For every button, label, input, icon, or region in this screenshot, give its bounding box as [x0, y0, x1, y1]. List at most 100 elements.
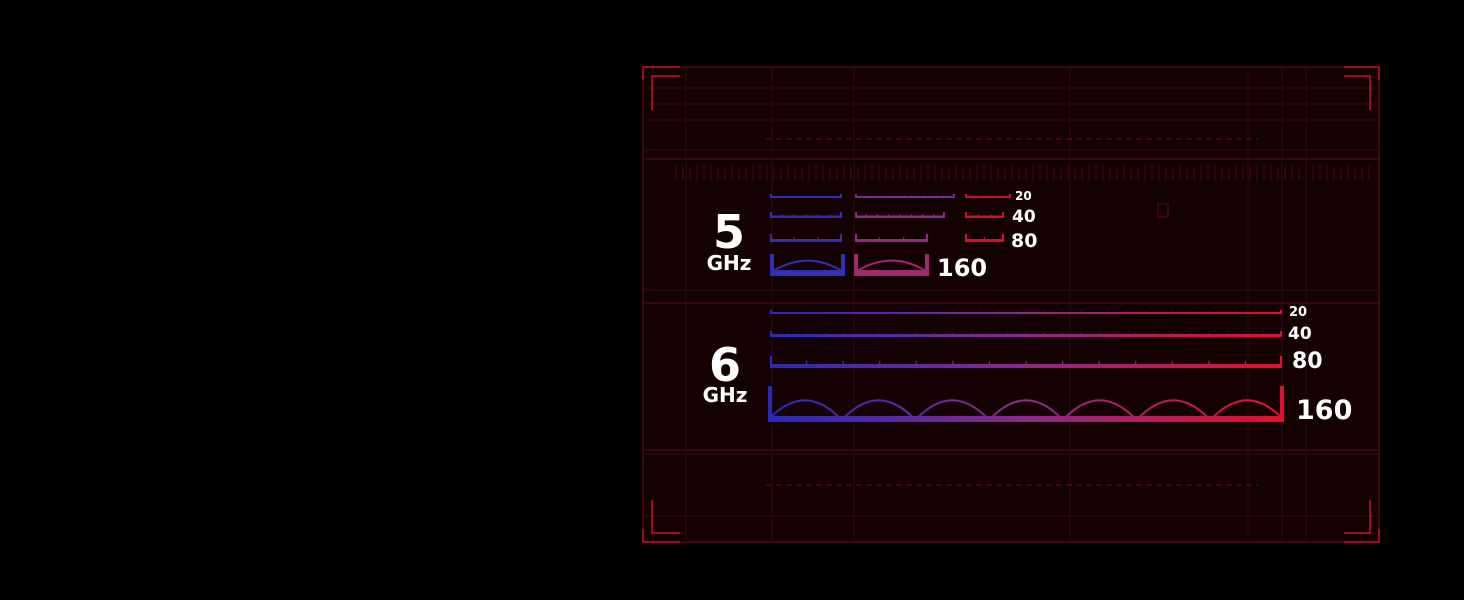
channel-tick — [787, 311, 789, 314]
channel-tick — [906, 311, 908, 314]
channel-cap — [1280, 331, 1282, 337]
channel-tick — [1263, 333, 1265, 337]
channel-tick — [916, 195, 919, 198]
channel-5ghz-80 — [965, 234, 1004, 242]
channel-tick — [1098, 311, 1100, 314]
channel-cap — [1280, 310, 1282, 314]
channel-tick — [988, 360, 991, 368]
band-5ghz-width-80-label: 80 — [1011, 230, 1037, 252]
channel-tick — [1208, 311, 1210, 314]
channel-arc — [1065, 399, 1135, 418]
channel-tick — [835, 195, 837, 198]
channel-tick — [829, 195, 831, 198]
frame-corners — [642, 66, 1380, 543]
channel-tick — [842, 333, 844, 337]
channel-tick — [988, 333, 991, 337]
channel-tick — [888, 311, 890, 314]
channel-tick — [888, 214, 890, 218]
channel-tick — [1043, 333, 1045, 337]
channel-tick — [1080, 311, 1082, 314]
channel-tick — [970, 333, 972, 337]
channel-tick — [993, 195, 995, 198]
channel-tick — [1061, 311, 1064, 314]
channel-tick — [787, 195, 789, 198]
channel-tick — [1162, 311, 1164, 314]
channel-tick — [1153, 311, 1155, 314]
channel-cap — [1002, 234, 1004, 242]
channel-cap — [1280, 356, 1282, 368]
channel-5ghz-40 — [965, 212, 1004, 218]
channel-6ghz-40 — [770, 331, 1282, 337]
channel-tick — [924, 311, 927, 314]
channel-5ghz-80 — [855, 234, 928, 242]
channel-6ghz-160 — [768, 386, 1284, 422]
channel-tick — [824, 311, 826, 314]
channel-tick — [1171, 333, 1173, 337]
channel-arc — [770, 399, 840, 418]
channel-tick — [805, 311, 808, 314]
channel-tick — [1125, 311, 1128, 314]
channel-tick — [915, 311, 917, 314]
channel-tick — [990, 214, 992, 218]
channel-5ghz-80 — [770, 234, 842, 242]
channel-tick — [1226, 333, 1228, 337]
channel-tick — [1052, 311, 1055, 314]
channel-tick — [952, 360, 954, 368]
channel-tick — [1171, 360, 1173, 368]
channel-tick — [879, 311, 881, 314]
channel-cap — [965, 194, 967, 198]
channel-tick — [1235, 311, 1237, 314]
channel-bar — [770, 270, 845, 276]
channel-arc — [772, 259, 843, 272]
channel-cap — [855, 212, 857, 218]
channel-tick — [1226, 311, 1228, 314]
channel-tick — [851, 311, 853, 314]
channel-cap — [1002, 212, 1004, 218]
channel-6ghz-80 — [770, 356, 1282, 368]
channel-tick — [897, 333, 899, 337]
channel-cap — [770, 356, 772, 368]
band-6ghz-width-20-label: 20 — [1289, 305, 1307, 320]
channel-tick — [860, 311, 863, 314]
channel-tick — [793, 195, 795, 198]
channel-tick — [842, 360, 844, 368]
channel-tick — [860, 195, 862, 198]
channel-tick — [1080, 333, 1082, 337]
channel-tick — [891, 195, 894, 198]
channel-cap — [1009, 194, 1011, 198]
band-5ghz: 5 GHz 20 40 80 160 — [707, 189, 1038, 282]
channel-tick — [869, 311, 872, 314]
channel-tick — [878, 237, 880, 242]
channel-tick — [1061, 360, 1064, 368]
channel-cap — [855, 194, 857, 198]
channel-tick — [1189, 311, 1192, 314]
grid-lines — [643, 67, 1379, 542]
channel-5ghz-40 — [770, 212, 842, 218]
channel-tick — [876, 214, 879, 218]
channel-cap — [965, 234, 967, 242]
channel-tick — [799, 195, 801, 198]
channel-tick — [778, 311, 780, 314]
channel-tick — [915, 360, 917, 368]
channel-tick — [1034, 311, 1036, 314]
channel-tick — [987, 195, 989, 198]
channel-tick — [1043, 311, 1045, 314]
channel-tick — [1007, 333, 1009, 337]
channel-cap — [770, 331, 772, 337]
band-6ghz: 6 GHz 20 40 80 160 — [703, 305, 1353, 426]
channel-tick — [910, 195, 912, 198]
channel-5ghz-40 — [855, 212, 945, 218]
channel-cap — [768, 386, 772, 422]
channel-5ghz-20 — [770, 194, 842, 198]
band-5ghz-width-40-label: 40 — [1012, 207, 1036, 227]
channel-tick — [1061, 333, 1064, 337]
channel-arc — [1212, 399, 1282, 418]
channel-tick — [781, 214, 783, 218]
channel-tick — [970, 195, 972, 198]
channel-cap — [770, 234, 772, 242]
channel-5ghz-160 — [854, 254, 929, 276]
channel-tick — [1025, 360, 1027, 368]
channel-tick — [988, 311, 991, 314]
channel-tick — [923, 195, 925, 198]
channel-tick — [833, 311, 835, 314]
